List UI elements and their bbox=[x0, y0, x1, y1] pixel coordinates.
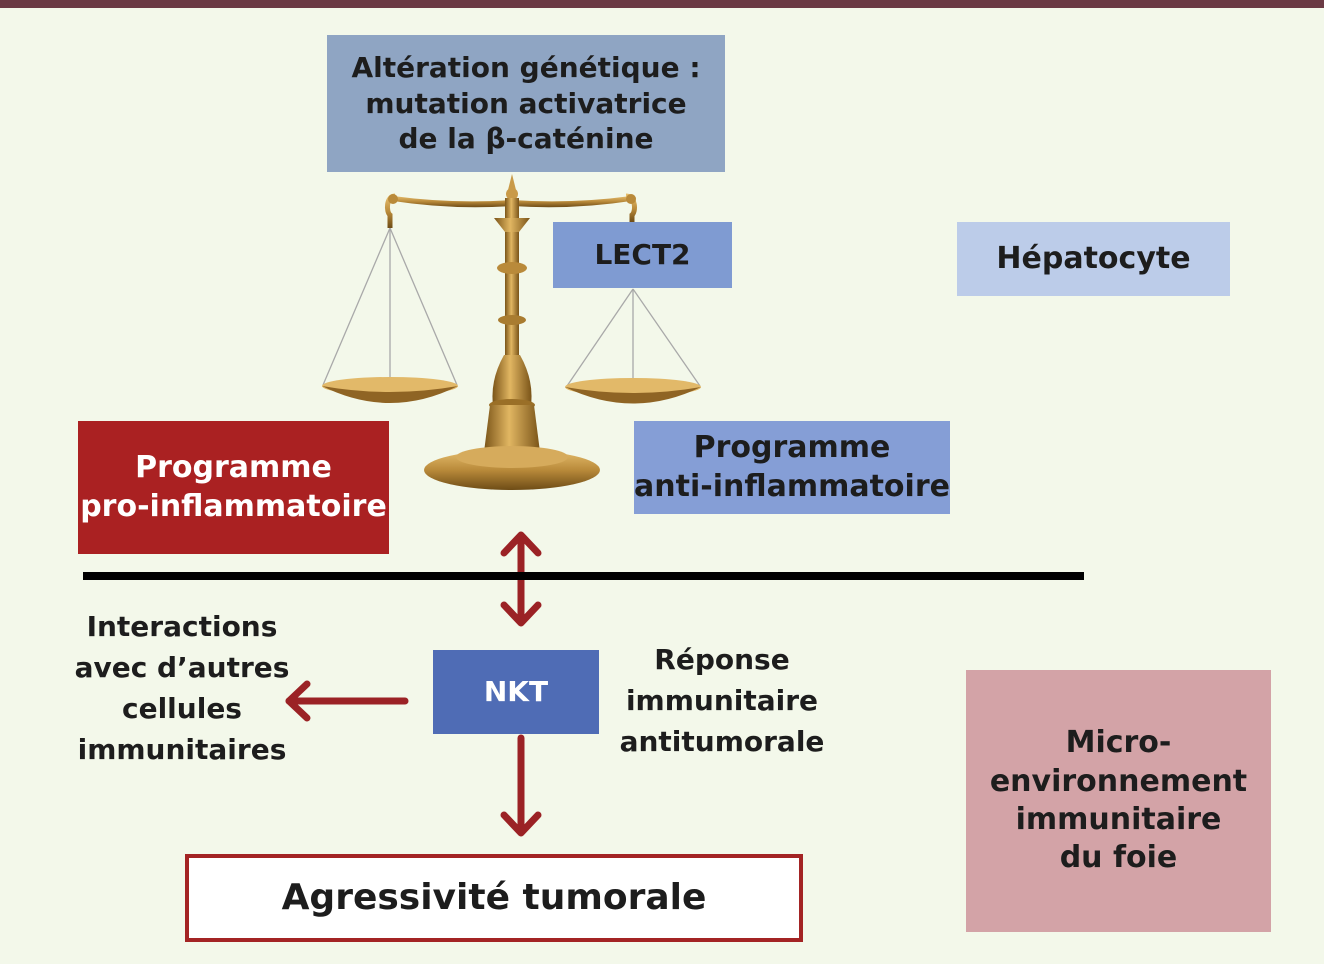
nkt-box: NKT bbox=[433, 650, 599, 734]
hepatocyte-legend-box: Hépatocyte bbox=[957, 222, 1230, 296]
arrow-down bbox=[500, 734, 542, 837]
top-bar bbox=[0, 0, 1324, 8]
pro-inflammatory-box: Programme pro-inflammatoire bbox=[78, 421, 389, 554]
genetic-alteration-box: Altération génétique : mutation activatr… bbox=[327, 35, 725, 172]
arrow-left bbox=[285, 680, 409, 722]
divider-line bbox=[83, 572, 1084, 580]
interactions-label: Interactions avec d’autres cellules immu… bbox=[74, 610, 290, 766]
microenvironment-legend-box: Micro- environnement immunitaire du foie bbox=[966, 670, 1271, 932]
anti-inflammatory-box: Programme anti-inflammatoire bbox=[634, 421, 950, 514]
tumor-aggressiveness-box: Agressivité tumorale bbox=[185, 854, 803, 942]
immune-response-label: Réponse immunitaire antitumorale bbox=[619, 643, 825, 758]
lect2-box: LECT2 bbox=[553, 222, 732, 288]
balance-scale-icon bbox=[322, 174, 701, 490]
